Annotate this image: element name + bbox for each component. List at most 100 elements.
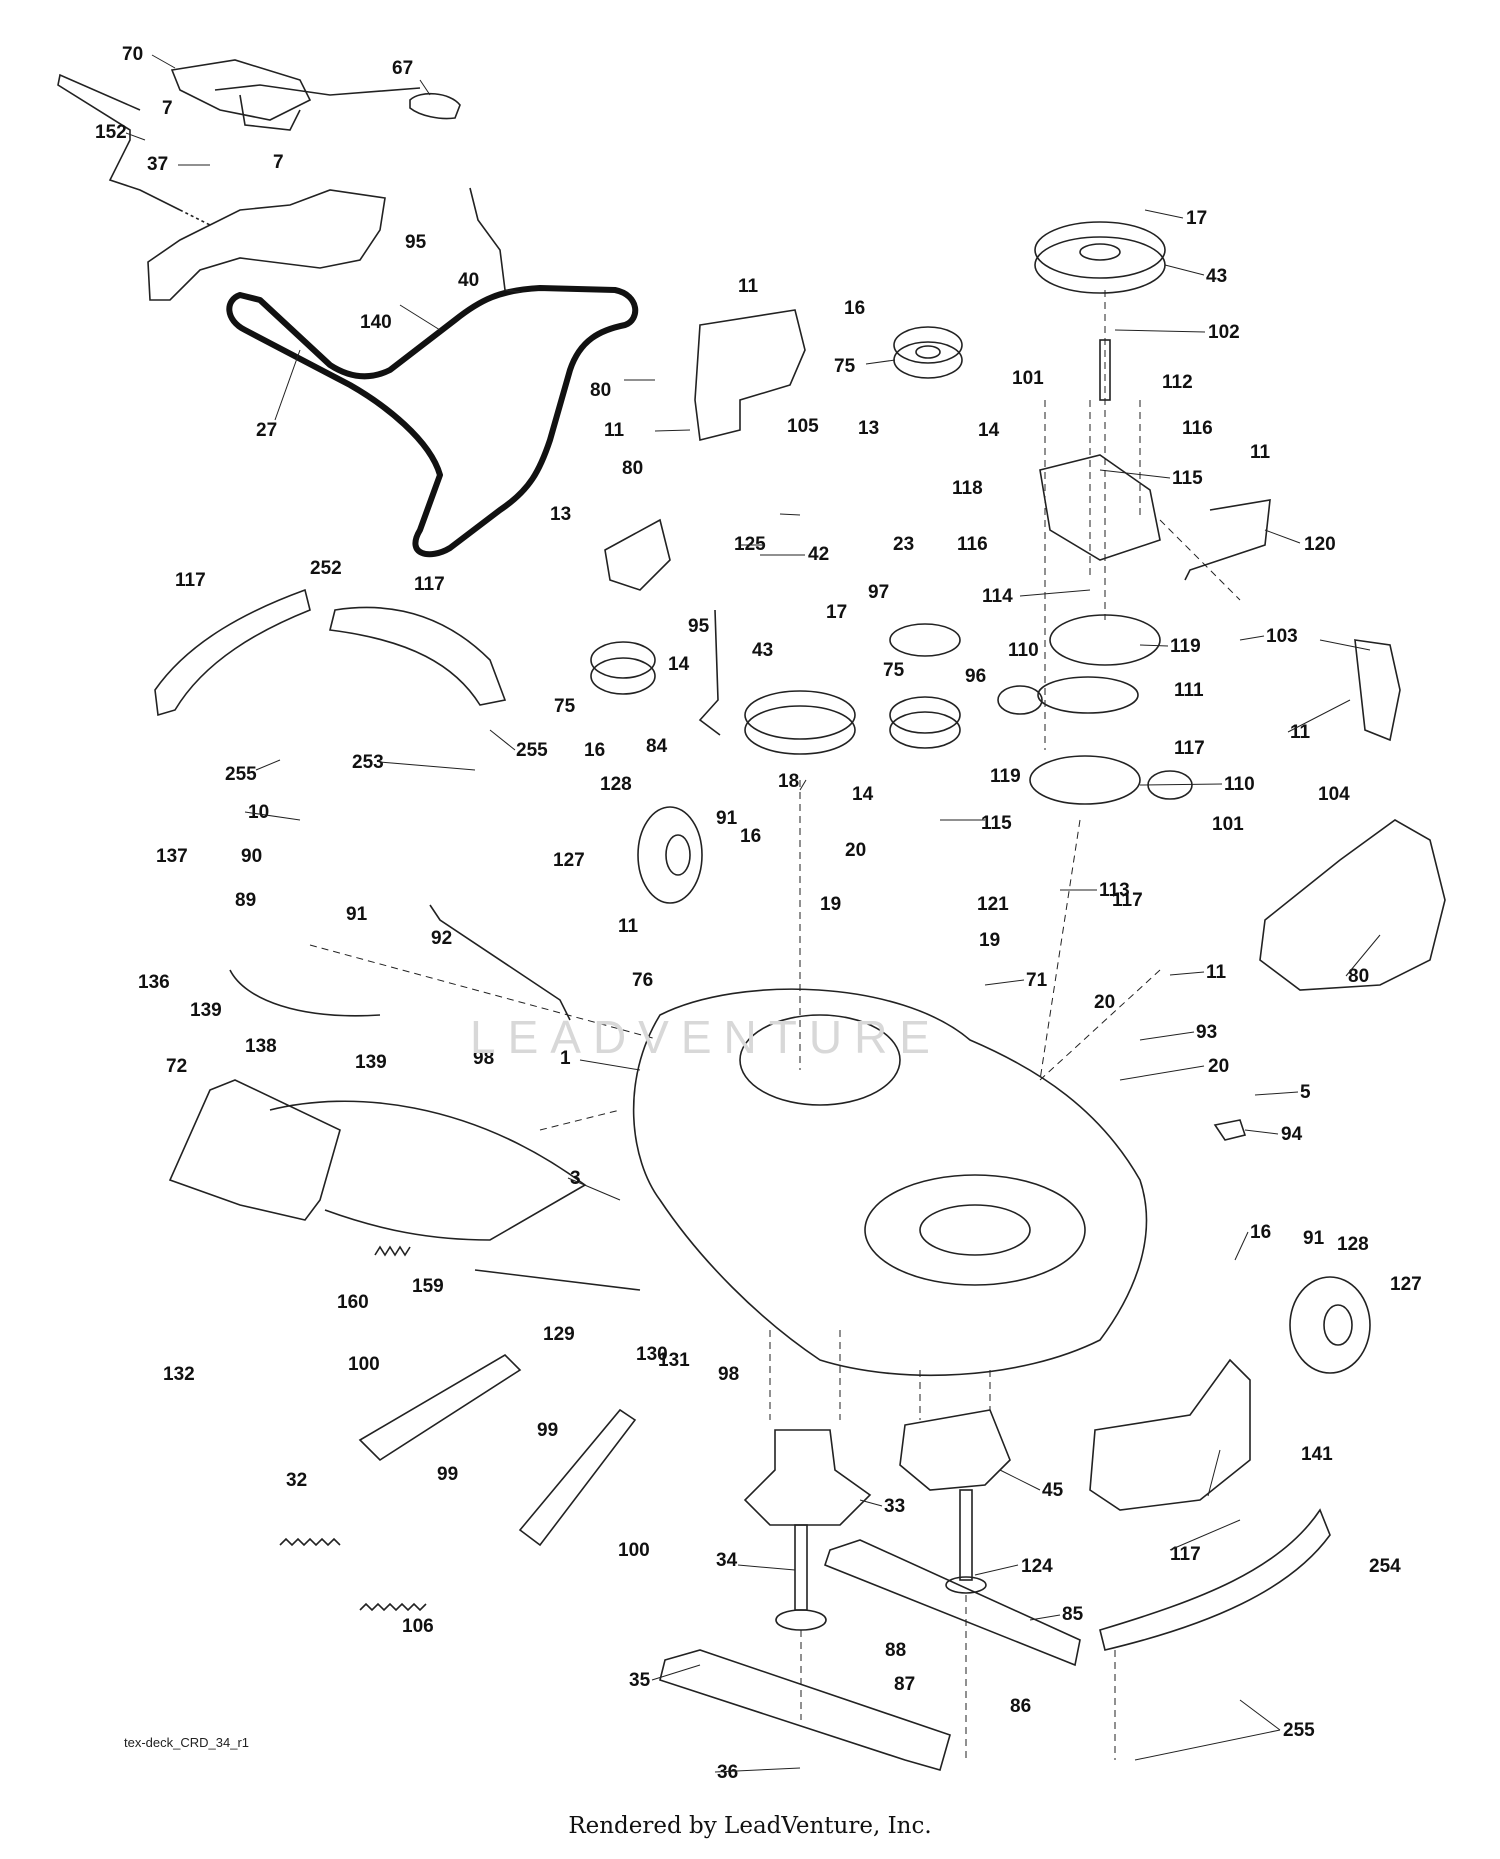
leader-lines xyxy=(125,54,1381,1773)
parts-drawing xyxy=(57,59,1446,1771)
callout-label: 139 xyxy=(190,1000,222,1021)
callout-label: 14 xyxy=(852,784,874,805)
callout-label: 96 xyxy=(965,666,986,687)
callout-label: 20 xyxy=(1208,1056,1229,1077)
callout-label: 43 xyxy=(752,640,773,661)
callout-label: 99 xyxy=(437,1464,458,1485)
callout-label: 253 xyxy=(352,752,384,773)
callout-label: 86 xyxy=(1010,1696,1031,1717)
callout-label: 20 xyxy=(845,840,866,861)
callout-label: 16 xyxy=(740,826,761,847)
callout-label: 42 xyxy=(808,544,829,565)
callout-label: 115 xyxy=(981,813,1012,834)
callout-label: 119 xyxy=(1170,636,1201,657)
callout-label: 152 xyxy=(95,122,127,143)
callout-label: 11 xyxy=(1290,722,1311,743)
callout-label: 110 xyxy=(1008,640,1039,661)
callout-label: 75 xyxy=(834,356,856,377)
callout-label: 17 xyxy=(1186,208,1207,229)
callout-label: 117 xyxy=(1174,738,1205,759)
callout-label: 37 xyxy=(147,154,168,175)
callout-label: 92 xyxy=(431,928,452,949)
callout-label: 119 xyxy=(990,766,1021,787)
callout-label: 34 xyxy=(716,1550,738,1571)
callout-label: 115 xyxy=(1172,468,1203,489)
callout-label: 137 xyxy=(156,846,188,867)
callout-label: 98 xyxy=(718,1364,739,1385)
callout-label: 3 xyxy=(570,1168,581,1189)
callout-label: 101 xyxy=(1212,814,1244,835)
callout-label: 11 xyxy=(618,916,639,937)
callout-label: 91 xyxy=(1303,1228,1325,1249)
callout-label: 18 xyxy=(778,771,799,792)
callout-label: 138 xyxy=(245,1036,277,1057)
callout-label: 136 xyxy=(138,972,170,993)
callout-label: 33 xyxy=(884,1496,905,1517)
callout-label: 121 xyxy=(977,894,1009,915)
callout-label: 118 xyxy=(952,478,983,499)
callout-label: 141 xyxy=(1301,1444,1333,1465)
callout-label: 95 xyxy=(688,616,710,637)
credit-line: Rendered by LeadVenture, Inc. xyxy=(568,1813,932,1839)
callout-label: 80 xyxy=(622,458,643,479)
callout-label: 89 xyxy=(235,890,256,911)
callout-label: 17 xyxy=(826,602,847,623)
callout-label: 129 xyxy=(543,1324,575,1345)
callout-label: 94 xyxy=(1281,1124,1303,1145)
alignment-lines xyxy=(309,290,1241,1760)
callout-label: 111 xyxy=(1174,680,1204,701)
callout-label: 252 xyxy=(310,558,342,579)
callout-label: 7 xyxy=(273,152,284,173)
callout-label: 124 xyxy=(1021,1556,1053,1577)
callout-label: 10 xyxy=(248,802,269,823)
callout-label: 140 xyxy=(360,312,392,333)
callout-label: 103 xyxy=(1266,626,1298,647)
callout-label: 23 xyxy=(893,534,914,555)
callout-label: 75 xyxy=(883,660,905,681)
callout-label: 16 xyxy=(584,740,605,761)
callout-label: 254 xyxy=(1369,1556,1401,1577)
callout-label: 131 xyxy=(658,1350,690,1371)
callout-label: 11 xyxy=(1250,442,1271,463)
callout-label: 80 xyxy=(590,380,611,401)
callout-label: 255 xyxy=(516,740,548,761)
callout-label: 95 xyxy=(405,232,427,253)
callout-label: 132 xyxy=(163,1364,195,1385)
callout-label: 7 xyxy=(162,98,173,119)
callout-label: 76 xyxy=(632,970,653,991)
callout-label: 14 xyxy=(668,654,690,675)
callout-label: 84 xyxy=(646,736,668,757)
callout-label: 14 xyxy=(978,420,1000,441)
callout-label: 117 xyxy=(414,574,445,595)
callout-label: 80 xyxy=(1348,966,1369,987)
callout-label: 110 xyxy=(1224,774,1255,795)
callout-label: 35 xyxy=(629,1670,651,1691)
callout-label: 72 xyxy=(166,1056,187,1077)
callout-label: 91 xyxy=(716,808,738,829)
callout-label: 117 xyxy=(1112,890,1143,911)
callout-label: 1 xyxy=(560,1048,571,1069)
callout-label: 85 xyxy=(1062,1604,1084,1625)
callout-label: 90 xyxy=(241,846,262,867)
callout-label: 159 xyxy=(412,1276,444,1297)
callout-label: 67 xyxy=(392,58,413,79)
callout-label: 160 xyxy=(337,1292,369,1313)
callout-label: 127 xyxy=(1390,1274,1422,1295)
callout-label: 70 xyxy=(122,44,143,65)
callout-label: 43 xyxy=(1206,266,1227,287)
callout-label: 13 xyxy=(550,504,571,525)
callout-label: 11 xyxy=(738,276,759,297)
callout-label: 13 xyxy=(858,418,879,439)
callout-label: 93 xyxy=(1196,1022,1217,1043)
callout-label: 88 xyxy=(885,1640,906,1661)
callout-label: 113 xyxy=(1099,880,1130,901)
callout-label: 16 xyxy=(844,298,865,319)
callout-label: 91 xyxy=(346,904,368,925)
callout-label: 120 xyxy=(1304,534,1336,555)
callout-label: 101 xyxy=(1012,368,1044,389)
callout-label: 255 xyxy=(225,764,257,785)
callout-label: 75 xyxy=(554,696,576,717)
callout-label: 97 xyxy=(868,582,889,603)
callout-label: 130 xyxy=(636,1344,668,1365)
